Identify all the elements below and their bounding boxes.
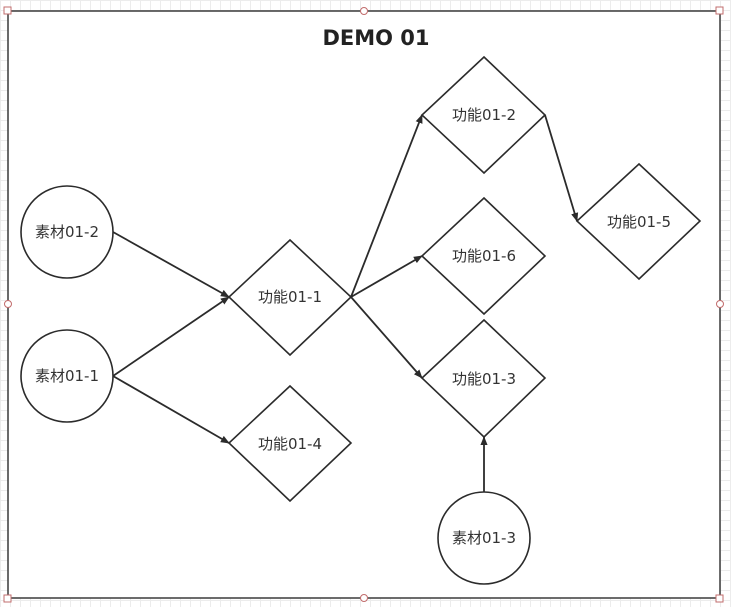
edge-f1-f2[interactable] bbox=[350, 114, 423, 298]
node-diamond bbox=[575, 162, 702, 281]
edge-f1-f6[interactable] bbox=[350, 255, 423, 298]
node-material-01-2[interactable]: 素材01-2 bbox=[20, 185, 114, 279]
node-diamond bbox=[420, 318, 547, 439]
selection-handles bbox=[3, 6, 724, 603]
node-material-01-3[interactable]: 素材01-3 bbox=[437, 491, 531, 585]
edge-f2-f5[interactable] bbox=[544, 114, 579, 222]
resize-handle-left[interactable] bbox=[4, 300, 12, 308]
node-function-01-3[interactable]: 功能01-3 bbox=[420, 318, 547, 439]
edge-m1-f4[interactable] bbox=[112, 375, 230, 444]
resize-handle-bottom-left[interactable] bbox=[3, 594, 12, 603]
node-function-01-5[interactable]: 功能01-5 bbox=[575, 162, 702, 281]
node-diamond bbox=[420, 55, 547, 175]
node-diamond bbox=[227, 238, 353, 357]
edge-m1-f1[interactable] bbox=[112, 296, 230, 377]
node-function-01-4[interactable]: 功能01-4 bbox=[227, 384, 353, 503]
resize-handle-bottom-right[interactable] bbox=[715, 594, 724, 603]
node-circle bbox=[20, 185, 114, 279]
node-function-01-6[interactable]: 功能01-6 bbox=[420, 196, 547, 316]
node-diamond bbox=[420, 196, 547, 316]
resize-handle-top-left[interactable] bbox=[3, 6, 12, 15]
node-material-01-1[interactable]: 素材01-1 bbox=[20, 329, 114, 423]
edges-group bbox=[112, 114, 579, 492]
node-label: 功能01-1 bbox=[258, 288, 322, 306]
node-label: 功能01-4 bbox=[258, 435, 322, 453]
node-function-01-1[interactable]: 功能01-1 bbox=[227, 238, 353, 357]
resize-handle-right[interactable] bbox=[716, 300, 724, 308]
node-diamond bbox=[227, 384, 353, 503]
node-label: 功能01-3 bbox=[452, 370, 516, 388]
node-label: 功能01-2 bbox=[452, 106, 516, 124]
node-label: 素材01-3 bbox=[452, 529, 516, 547]
node-circle bbox=[20, 329, 114, 423]
node-label: 功能01-6 bbox=[452, 247, 516, 265]
resize-handle-top-right[interactable] bbox=[715, 6, 724, 15]
edge-m2-f1[interactable] bbox=[112, 231, 230, 298]
node-label: 素材01-1 bbox=[35, 367, 99, 385]
resize-handle-bottom[interactable] bbox=[360, 594, 368, 602]
edge-f1-f3[interactable] bbox=[350, 296, 423, 379]
node-function-01-2[interactable]: 功能01-2 bbox=[420, 55, 547, 175]
node-label: 素材01-2 bbox=[35, 223, 99, 241]
container-frame[interactable] bbox=[7, 10, 721, 599]
node-label: 功能01-5 bbox=[607, 213, 671, 231]
resize-handle-top[interactable] bbox=[360, 7, 368, 15]
diagram-title: DEMO 01 bbox=[322, 26, 429, 50]
node-circle bbox=[437, 491, 531, 585]
